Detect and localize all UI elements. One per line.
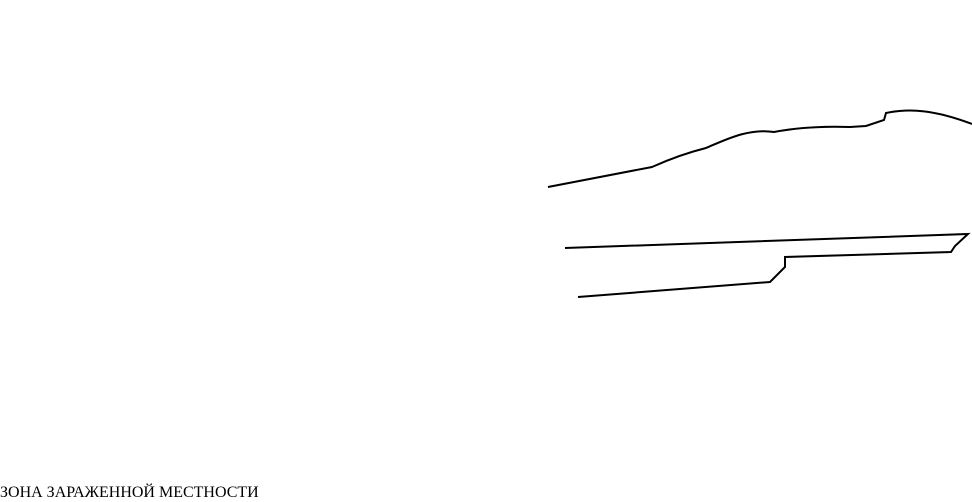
nbc-reconnaissance-diagram: ЗОНА ЗАРАЖЕННОЙ МЕСТНОСТИ: [0, 109, 972, 501]
contaminated-zone-boundary: [547, 109, 972, 298]
zone-label-line-1: ЗОНА ЗАРАЖЕННОЙ: [0, 484, 155, 501]
zone-label-line-2: МЕСТНОСТИ: [158, 484, 259, 501]
diagram-canvas: [547, 109, 972, 298]
